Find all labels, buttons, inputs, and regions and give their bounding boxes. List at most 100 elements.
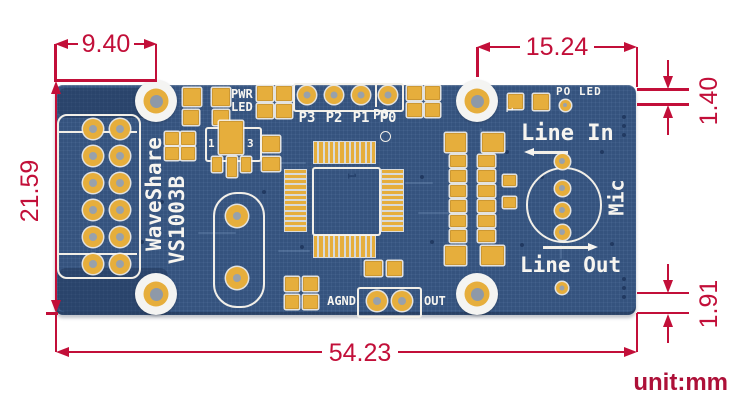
through-hole-pad	[554, 224, 570, 240]
through-hole-pad	[110, 173, 130, 193]
mounting-hole-bottom-right	[456, 273, 498, 315]
smd-pad	[450, 185, 466, 197]
smd-pad	[387, 261, 402, 276]
through-hole-pad	[83, 119, 103, 139]
line-in-arrow-icon	[520, 148, 534, 156]
crystal-footprint	[213, 192, 265, 308]
pad-hole	[384, 91, 392, 99]
pad-hole	[563, 103, 567, 107]
line-out-arrow-icon	[588, 243, 602, 251]
smd-pad	[219, 121, 243, 154]
smd-pad	[503, 197, 516, 208]
pad-hole	[559, 185, 565, 191]
through-hole-pad	[110, 146, 130, 166]
trace	[418, 212, 454, 214]
through-hole-pad	[110, 119, 130, 139]
pad-hole	[559, 285, 565, 291]
pad-hole	[303, 91, 311, 99]
smd-pad	[212, 157, 222, 172]
smd-pad	[450, 155, 466, 167]
qfp-pin	[350, 236, 355, 257]
trace	[480, 128, 482, 150]
dim-1-40-value: 1.40	[695, 76, 723, 126]
via	[505, 150, 509, 154]
mounting-hole-top-right	[456, 80, 498, 122]
qfp-pin	[382, 190, 403, 194]
through-hole-pad	[110, 227, 130, 247]
qfp-pin	[285, 201, 306, 205]
pad-hole	[89, 179, 97, 187]
trace	[278, 250, 310, 252]
pad-hole	[116, 125, 124, 133]
pad-hole	[559, 158, 565, 164]
mic-label: Mic	[604, 179, 629, 216]
dim-54-23-arrow-left	[56, 347, 69, 357]
smd-pad	[165, 132, 179, 145]
qfp-pin	[285, 206, 306, 210]
qfp-pin	[371, 236, 376, 257]
pad-hole	[559, 207, 565, 213]
smd-pad	[183, 110, 199, 125]
qfp-pin	[361, 142, 365, 163]
qfp-pin	[382, 201, 403, 205]
qfp-pin	[361, 236, 365, 257]
dim-1-91-leader-bottom	[666, 326, 670, 343]
dim-15-24-ext-left	[476, 47, 479, 77]
qfp-pin	[345, 236, 349, 257]
dim-9-40-ext-right	[154, 44, 157, 79]
via	[246, 170, 250, 174]
dim-15-24-value: 15.24	[520, 34, 594, 60]
qfp-pin	[285, 227, 306, 231]
qfp-pin	[324, 142, 328, 163]
dim-54-23-arrow-right	[624, 347, 637, 357]
through-hole-pad	[83, 227, 103, 247]
qfp-pin	[382, 195, 403, 200]
dim-1-91-arrow-up	[663, 314, 673, 327]
p-header-divider	[375, 84, 377, 107]
smd-pad	[241, 157, 251, 172]
via	[622, 295, 626, 299]
smd-pad	[481, 246, 504, 265]
smd-pad	[212, 88, 230, 106]
dim-1-91-arrow-down	[663, 280, 673, 293]
chip-pin1-marker: 1	[345, 172, 359, 180]
qfp-pin	[340, 142, 344, 163]
vs1003-chip-outline	[312, 167, 381, 236]
qfp-pin	[335, 236, 339, 257]
qfp-pin	[285, 180, 306, 184]
smd-pad	[227, 157, 237, 177]
smd-pad	[478, 215, 495, 227]
smd-pad	[503, 175, 516, 186]
pad-hole	[373, 297, 381, 305]
smd-pad	[478, 200, 495, 212]
smd-pad	[445, 133, 466, 152]
pad-hole	[89, 233, 97, 241]
smd-pad	[262, 136, 280, 152]
agnd-out-outline	[357, 287, 422, 318]
out-label: OUT	[424, 294, 446, 308]
smd-pad	[276, 86, 292, 101]
via	[140, 240, 144, 244]
qfp-pin	[329, 142, 334, 163]
dim-1-91-value: 1.91	[695, 279, 723, 329]
through-hole-pad	[559, 99, 571, 111]
through-hole-pad	[554, 202, 570, 218]
pad-hole	[89, 125, 97, 133]
dim-1-91-tick-bottom	[637, 311, 689, 315]
line-out-label: Line Out	[520, 253, 622, 277]
po-label: PO	[373, 108, 389, 123]
qfp-pin	[366, 236, 370, 257]
line-out-arrow-shaft	[543, 246, 588, 249]
smd-pad	[407, 103, 422, 117]
dim-1-91-leader-top	[666, 264, 670, 281]
smd-pad	[181, 132, 195, 145]
qfp-pin	[382, 185, 403, 189]
qfp-pin	[285, 222, 306, 226]
dim-1-40-leader-top	[666, 60, 670, 77]
pad-hole	[89, 152, 97, 160]
smd-pad	[450, 215, 466, 227]
via	[622, 133, 626, 137]
qfp-pin	[314, 142, 318, 163]
smd-pad	[478, 230, 495, 242]
pad-hole	[116, 179, 124, 187]
